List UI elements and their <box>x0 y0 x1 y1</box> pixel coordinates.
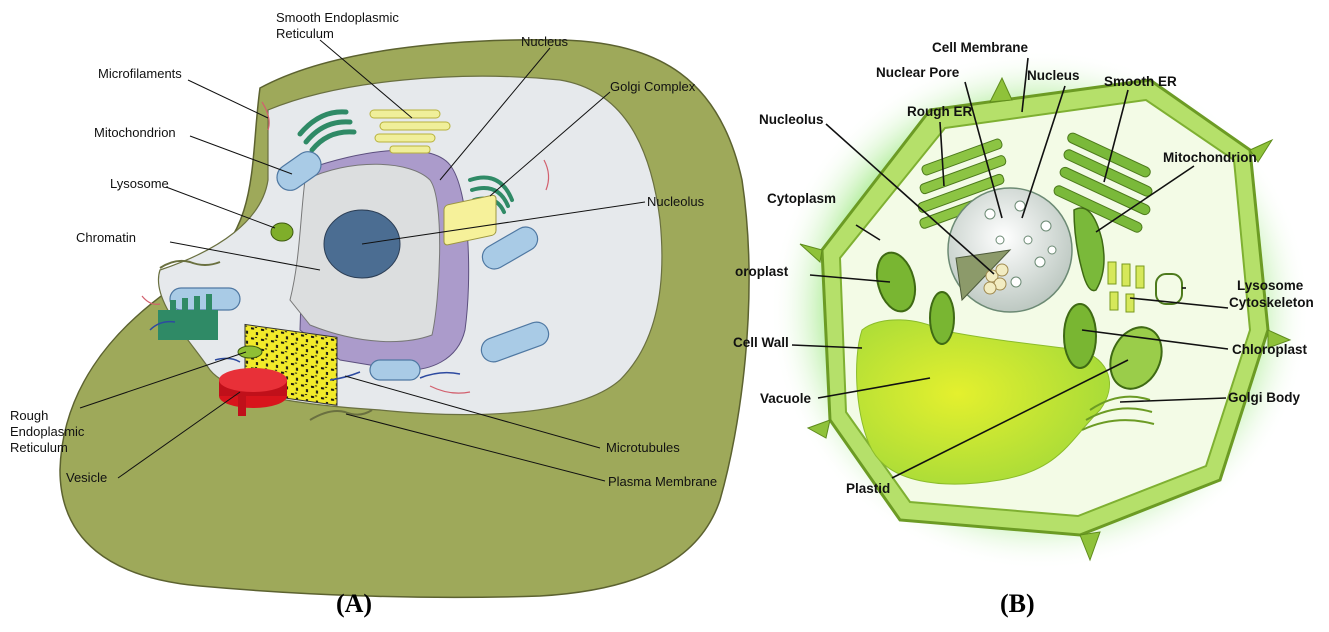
label-lysosome-b: Lysosome <box>1237 278 1304 293</box>
caption-b: (B) <box>1000 589 1035 618</box>
label-nuclear-pore: Nuclear Pore <box>876 65 960 80</box>
lysosome-a <box>271 223 293 241</box>
label-smooth-er-line1: Smooth Endoplasmic <box>276 10 399 25</box>
label-rough-er-b: Rough ER <box>907 104 972 119</box>
label-nucleolus-a: Nucleolus <box>647 194 705 209</box>
label-microfilaments: Microfilaments <box>98 66 182 81</box>
label-chloroplast: Chloroplast <box>1232 342 1308 357</box>
label-smooth-er-line2: Reticulum <box>276 26 334 41</box>
label-vesicle: Vesicle <box>66 470 107 485</box>
label-lysosome-a: Lysosome <box>110 176 169 191</box>
label-vacuole: Vacuole <box>760 391 812 406</box>
panel-b-diagram: Cell Membrane Nuclear Pore Nucleus Smoot… <box>733 40 1314 570</box>
vesicle-green <box>238 346 262 358</box>
label-chromatin: Chromatin <box>76 230 136 245</box>
label-mitochondrion-a: Mitochondrion <box>94 125 176 140</box>
label-cytoplasm: Cytoplasm <box>767 191 836 206</box>
label-plastid: Plastid <box>846 481 890 496</box>
label-nucleolus-b: Nucleolus <box>759 112 824 127</box>
label-cell-wall: Cell Wall <box>733 335 789 350</box>
label-rough-er-line2: Endoplasmic <box>10 424 85 439</box>
label-nucleus-a: Nucleus <box>521 34 568 49</box>
label-cytoskeleton: Cytoskeleton <box>1229 295 1314 310</box>
label-cell-membrane: Cell Membrane <box>932 40 1029 55</box>
label-rough-er-line1: Rough <box>10 408 48 423</box>
panel-a-diagram: Smooth Endoplasmic Reticulum Nucleus Gol… <box>10 10 749 597</box>
label-golgi-body: Golgi Body <box>1228 390 1300 405</box>
label-plasma-membrane: Plasma Membrane <box>608 474 717 489</box>
caption-a: (A) <box>336 589 372 618</box>
label-mitochondrion-b: Mitochondrion <box>1163 150 1257 165</box>
label-chloroplast-left: oroplast <box>735 264 789 279</box>
label-rough-er-line3: Reticulum <box>10 440 68 455</box>
lysosome-b <box>1156 274 1182 304</box>
label-microtubules: Microtubules <box>606 440 680 455</box>
label-nucleus-b: Nucleus <box>1027 68 1080 83</box>
label-golgi-complex: Golgi Complex <box>610 79 696 94</box>
label-smooth-er-b: Smooth ER <box>1104 74 1177 89</box>
